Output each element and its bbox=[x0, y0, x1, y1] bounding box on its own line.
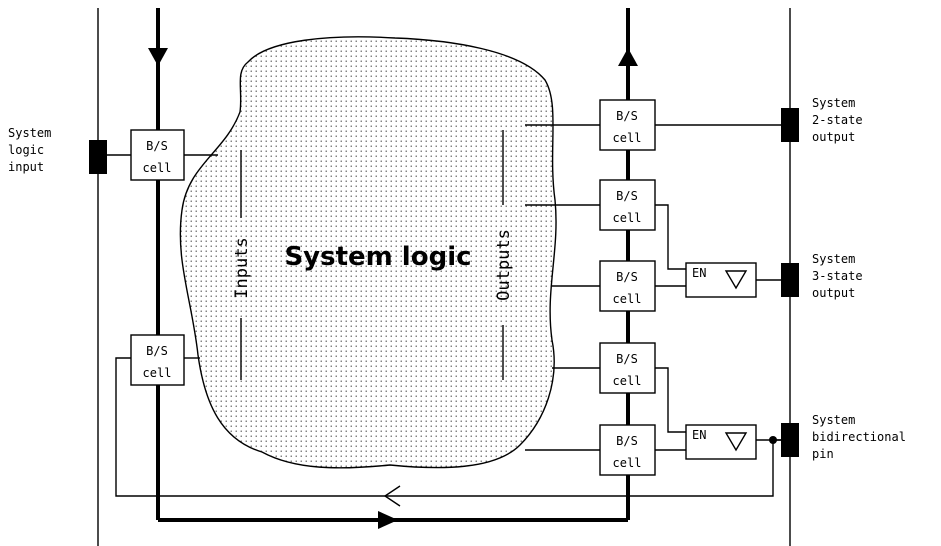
label-line: input bbox=[8, 160, 44, 174]
bidirectional-pin bbox=[781, 423, 799, 457]
cell-label-bottom: cell bbox=[613, 374, 642, 388]
bs-cell-bidir-input: B/S cell bbox=[130, 334, 185, 386]
logic-input-pin bbox=[89, 140, 107, 174]
enable-label: EN bbox=[692, 428, 706, 442]
two-state-output-label: System 2-state output bbox=[812, 96, 863, 144]
cell-label-bottom: cell bbox=[613, 292, 642, 306]
two-state-output-pin bbox=[781, 108, 799, 142]
scan-out-arrow bbox=[618, 48, 638, 66]
wire-enable-2 bbox=[655, 367, 686, 433]
label-line: logic bbox=[8, 143, 44, 157]
cell-label-top: B/S bbox=[146, 344, 168, 358]
system-logic-area bbox=[179, 36, 557, 469]
bs-cell-3state-data: B/S cell bbox=[599, 260, 656, 312]
three-state-output-pin bbox=[781, 263, 799, 297]
label-line: System bbox=[812, 252, 855, 266]
feedback-arrowhead bbox=[383, 485, 401, 507]
cell-label-top: B/S bbox=[146, 139, 168, 153]
label-line: 3-state bbox=[812, 269, 863, 283]
cell-label-top: B/S bbox=[616, 352, 638, 366]
bidirectional-pin-label: System bidirectional pin bbox=[812, 413, 906, 461]
label-line: System bbox=[812, 96, 855, 110]
buffer-triangle-icon bbox=[724, 270, 748, 290]
three-state-output-label: System 3-state output bbox=[812, 252, 863, 300]
label-line: bidirectional bbox=[812, 430, 906, 444]
label-line: pin bbox=[812, 447, 834, 461]
wire-enable-1 bbox=[655, 204, 686, 270]
scan-in-arrow bbox=[148, 48, 168, 66]
inputs-label: Inputs bbox=[232, 237, 252, 298]
junction-dot bbox=[769, 436, 777, 444]
label-line: 2-state bbox=[812, 113, 863, 127]
bs-cell-3state-enable: B/S cell bbox=[599, 179, 656, 231]
bs-cell-logic-input: B/S cell bbox=[130, 129, 185, 181]
tristate-buffer-output: EN bbox=[685, 262, 757, 298]
system-logic-title: System logic bbox=[284, 242, 471, 272]
cell-label-top: B/S bbox=[616, 109, 638, 123]
buffer-triangle-icon bbox=[724, 432, 748, 452]
tristate-buffer-bidir: EN bbox=[685, 424, 757, 460]
label-line: output bbox=[812, 130, 855, 144]
scan-bottom-arrow bbox=[378, 511, 398, 529]
label-line: System bbox=[812, 413, 855, 427]
cell-label-bottom: cell bbox=[143, 366, 172, 380]
cell-label-top: B/S bbox=[616, 270, 638, 284]
cell-label-top: B/S bbox=[616, 434, 638, 448]
bs-cell-bidir-enable: B/S cell bbox=[599, 342, 656, 394]
label-line: System bbox=[8, 126, 51, 140]
cell-label-bottom: cell bbox=[613, 131, 642, 145]
bs-cell-2state-output: B/S cell bbox=[599, 99, 656, 151]
label-line: output bbox=[812, 286, 855, 300]
cell-label-bottom: cell bbox=[143, 161, 172, 175]
cell-label-bottom: cell bbox=[613, 456, 642, 470]
enable-label: EN bbox=[692, 266, 706, 280]
logic-input-pin-label: System logic input bbox=[8, 126, 51, 174]
cell-label-top: B/S bbox=[616, 189, 638, 203]
cell-label-bottom: cell bbox=[613, 211, 642, 225]
bs-cell-bidir-data: B/S cell bbox=[599, 424, 656, 476]
outputs-label: Outputs bbox=[494, 229, 514, 301]
